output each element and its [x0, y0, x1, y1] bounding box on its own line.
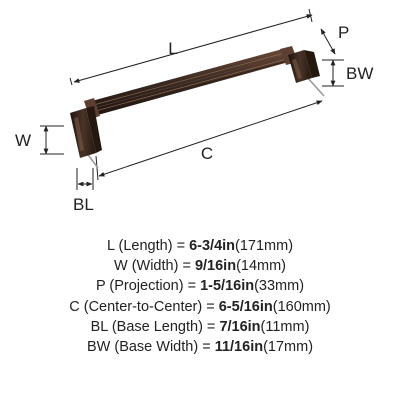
spec-name: (Base Width)	[114, 339, 199, 356]
post-right	[288, 50, 312, 83]
spec-metric: (171mm)	[235, 238, 294, 254]
bar-groove	[92, 58, 296, 115]
label-P: P	[338, 23, 349, 42]
dimension-W: W	[15, 125, 64, 155]
label-C: C	[201, 144, 213, 163]
spec-name: (Base Length)	[111, 318, 203, 335]
spec-metric: (17mm)	[263, 339, 314, 356]
spec-abbr: BW	[86, 339, 111, 356]
spec-abbr: P	[95, 278, 106, 295]
spec-metric: (11mm)	[260, 318, 310, 335]
label-W: W	[15, 131, 31, 150]
extension-line-C-left	[95, 155, 99, 181]
screw-shaft-right	[305, 75, 325, 97]
spec-length: L (Length) = 6-3/4in(171mm)	[106, 238, 294, 254]
spec-name: (Width)	[131, 258, 179, 275]
spec-center-to-center: C (Center-to-Center) = 6-5/16in(160mm)	[69, 298, 331, 315]
spec-name: (Length)	[118, 238, 173, 254]
spec-value: 11/16in	[214, 339, 264, 356]
dimension-C: C	[95, 100, 323, 181]
spec-metric: (160mm)	[272, 298, 331, 315]
dimension-line-P	[320, 28, 336, 55]
spec-base-width: BW (Base Width) = 11/16in(17mm)	[86, 339, 314, 356]
dimension-L: L	[69, 8, 313, 86]
dimension-line-L	[73, 14, 313, 83]
spec-metric: (14mm)	[236, 258, 287, 275]
label-BW: BW	[346, 64, 373, 83]
bar-groove	[89, 50, 293, 107]
spec-value: 7/16in	[219, 318, 261, 335]
dimension-line-C	[98, 100, 323, 177]
cabinet-pull-handle	[70, 46, 325, 169]
spec-value: 6-3/4in	[189, 238, 236, 254]
spec-value: 9/16in	[194, 258, 237, 275]
spec-name: (Projection)	[109, 278, 184, 295]
spec-value: 6-5/16in	[218, 298, 273, 315]
extension-line-L-left	[69, 77, 73, 86]
post-right-side	[304, 50, 320, 78]
spec-metric: (33mm)	[254, 278, 305, 295]
spec-name: (Center-to-Center)	[83, 298, 203, 315]
specifications-list: L (Length) = 6-3/4in(171mm) W (Width) = …	[0, 236, 400, 357]
spec-width: W (Width) = 9/16in(14mm)	[113, 258, 287, 275]
bar-groove	[90, 53, 294, 110]
spec-abbr: W	[113, 258, 128, 275]
spec-value: 1-5/16in	[200, 278, 255, 295]
spec-abbr: C	[69, 298, 80, 315]
post-left-highlight	[74, 117, 84, 151]
bar-groove	[91, 56, 295, 113]
spec-abbr: L	[106, 238, 115, 254]
post-left-side	[86, 106, 102, 153]
dimension-P: P	[320, 23, 349, 55]
spec-projection: P (Projection) = 1-5/16in(33mm)	[95, 278, 305, 295]
label-L: L	[168, 39, 177, 58]
spec-base-length: BL (Base Length) = 7/16in(11mm)	[90, 318, 310, 335]
label-BL: BL	[73, 195, 94, 214]
dimension-BW: BW	[322, 59, 373, 87]
spec-abbr: BL	[90, 318, 108, 335]
post-right-highlight	[292, 59, 302, 79]
dimension-BL: BL	[73, 168, 94, 214]
